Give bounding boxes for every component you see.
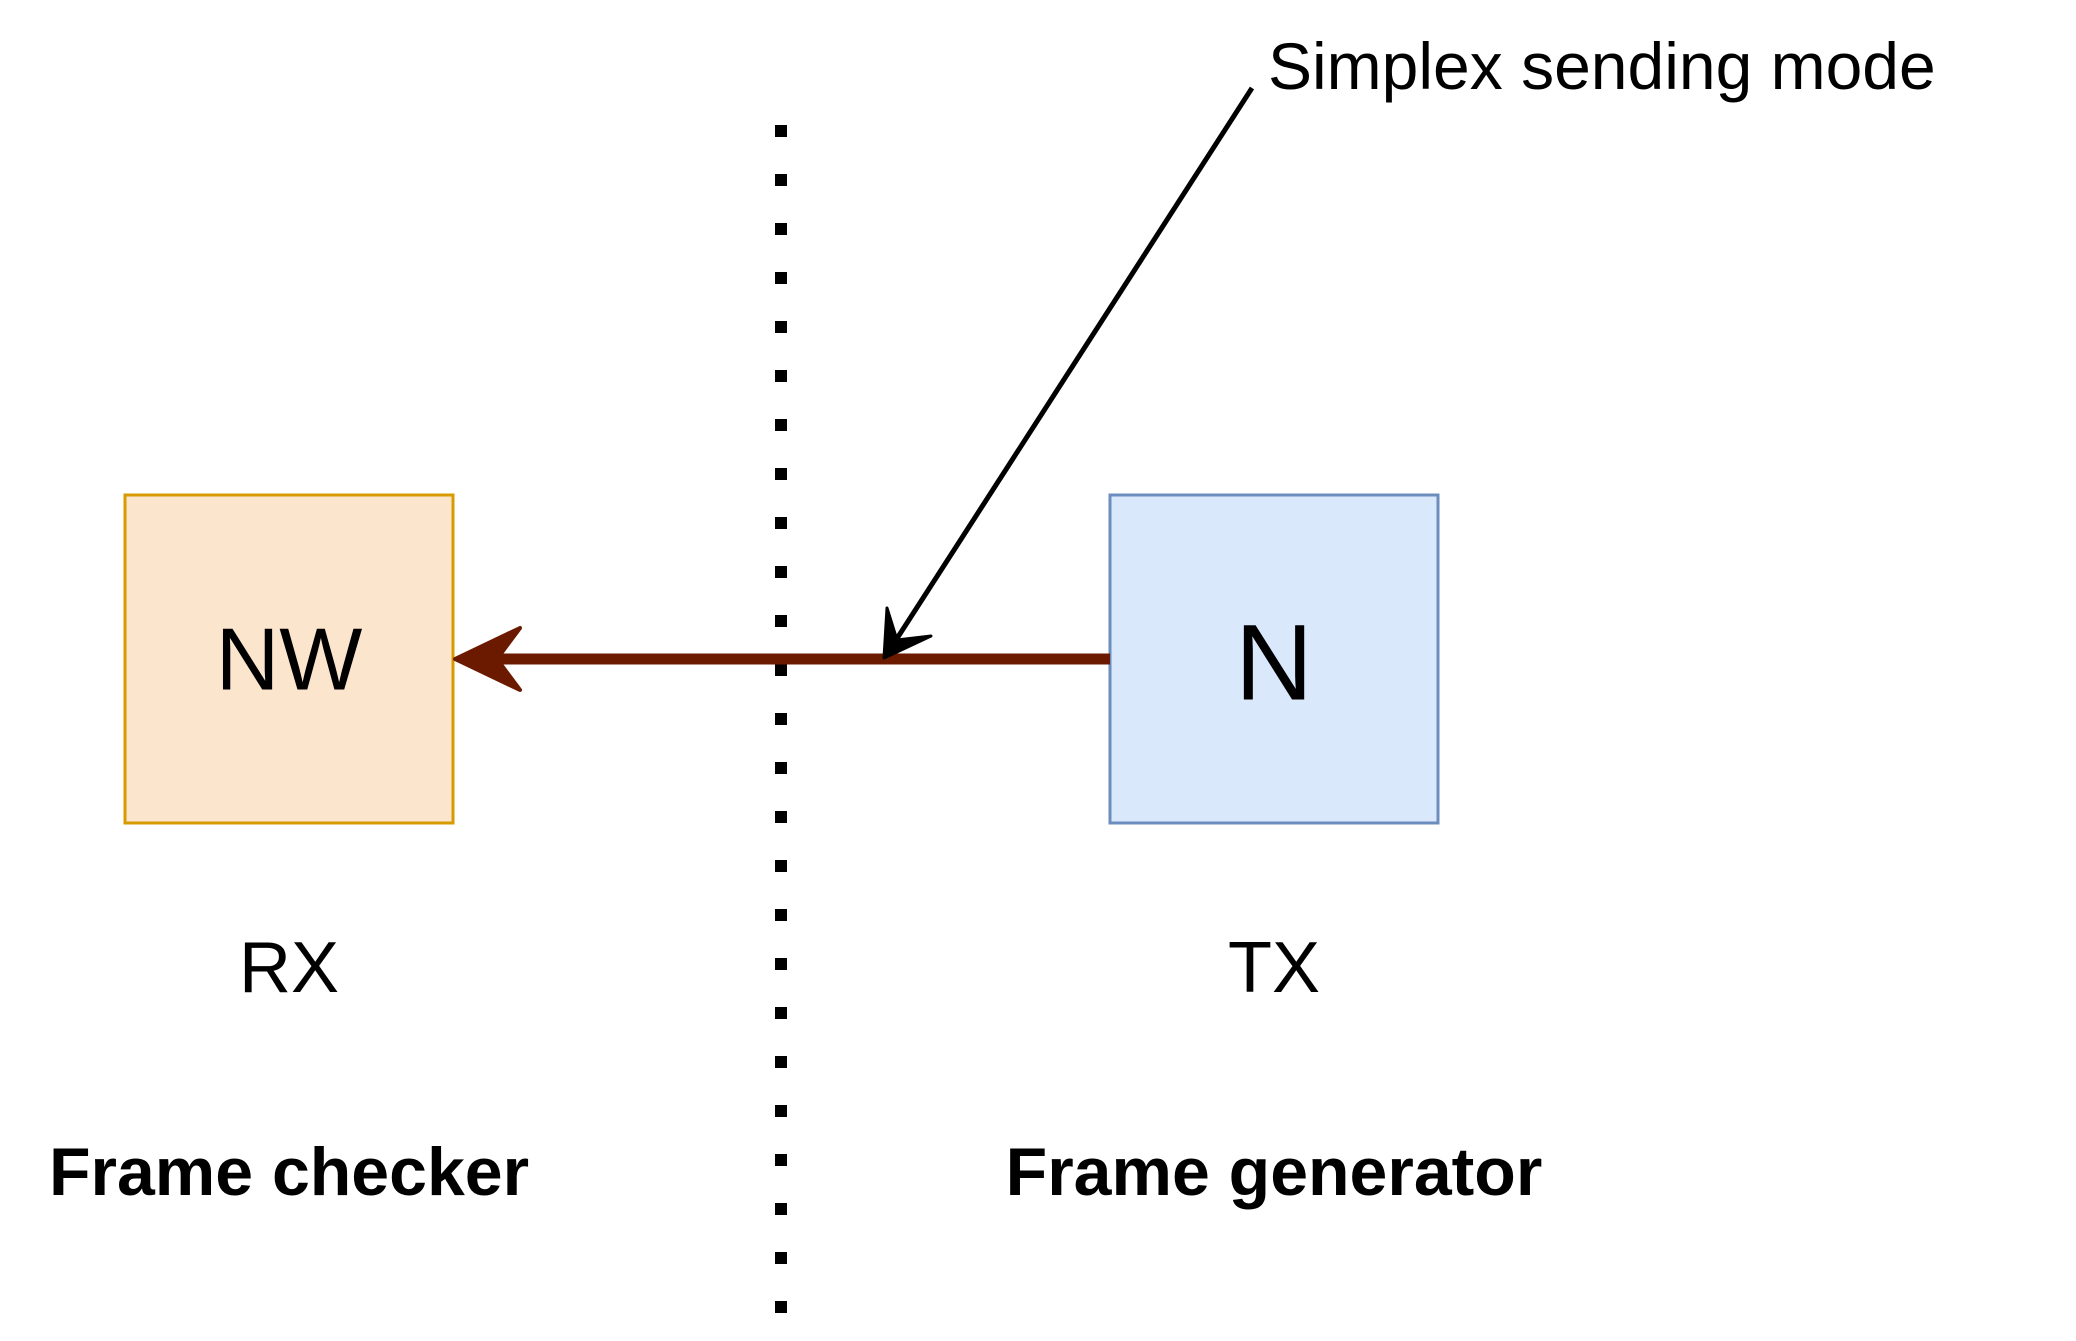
annotation-pointer-line [893,86,1255,642]
transmitter-box [1108,493,1440,825]
annotation-label: Simplex sending mode [1268,29,1936,103]
receiver-node-label: NW [216,610,363,709]
link-arrowhead [453,626,522,692]
transmitter-node-label: N [1235,602,1313,723]
receiver-function-label: Frame checker [49,1134,529,1210]
annotation-pointer-arrowhead [882,606,933,660]
transmitter-function-label: Frame generator [1006,1134,1543,1210]
receiver-box [123,493,455,825]
transmitter-role-label: TX [1228,928,1320,1008]
receiver-role-label: RX [239,928,339,1008]
